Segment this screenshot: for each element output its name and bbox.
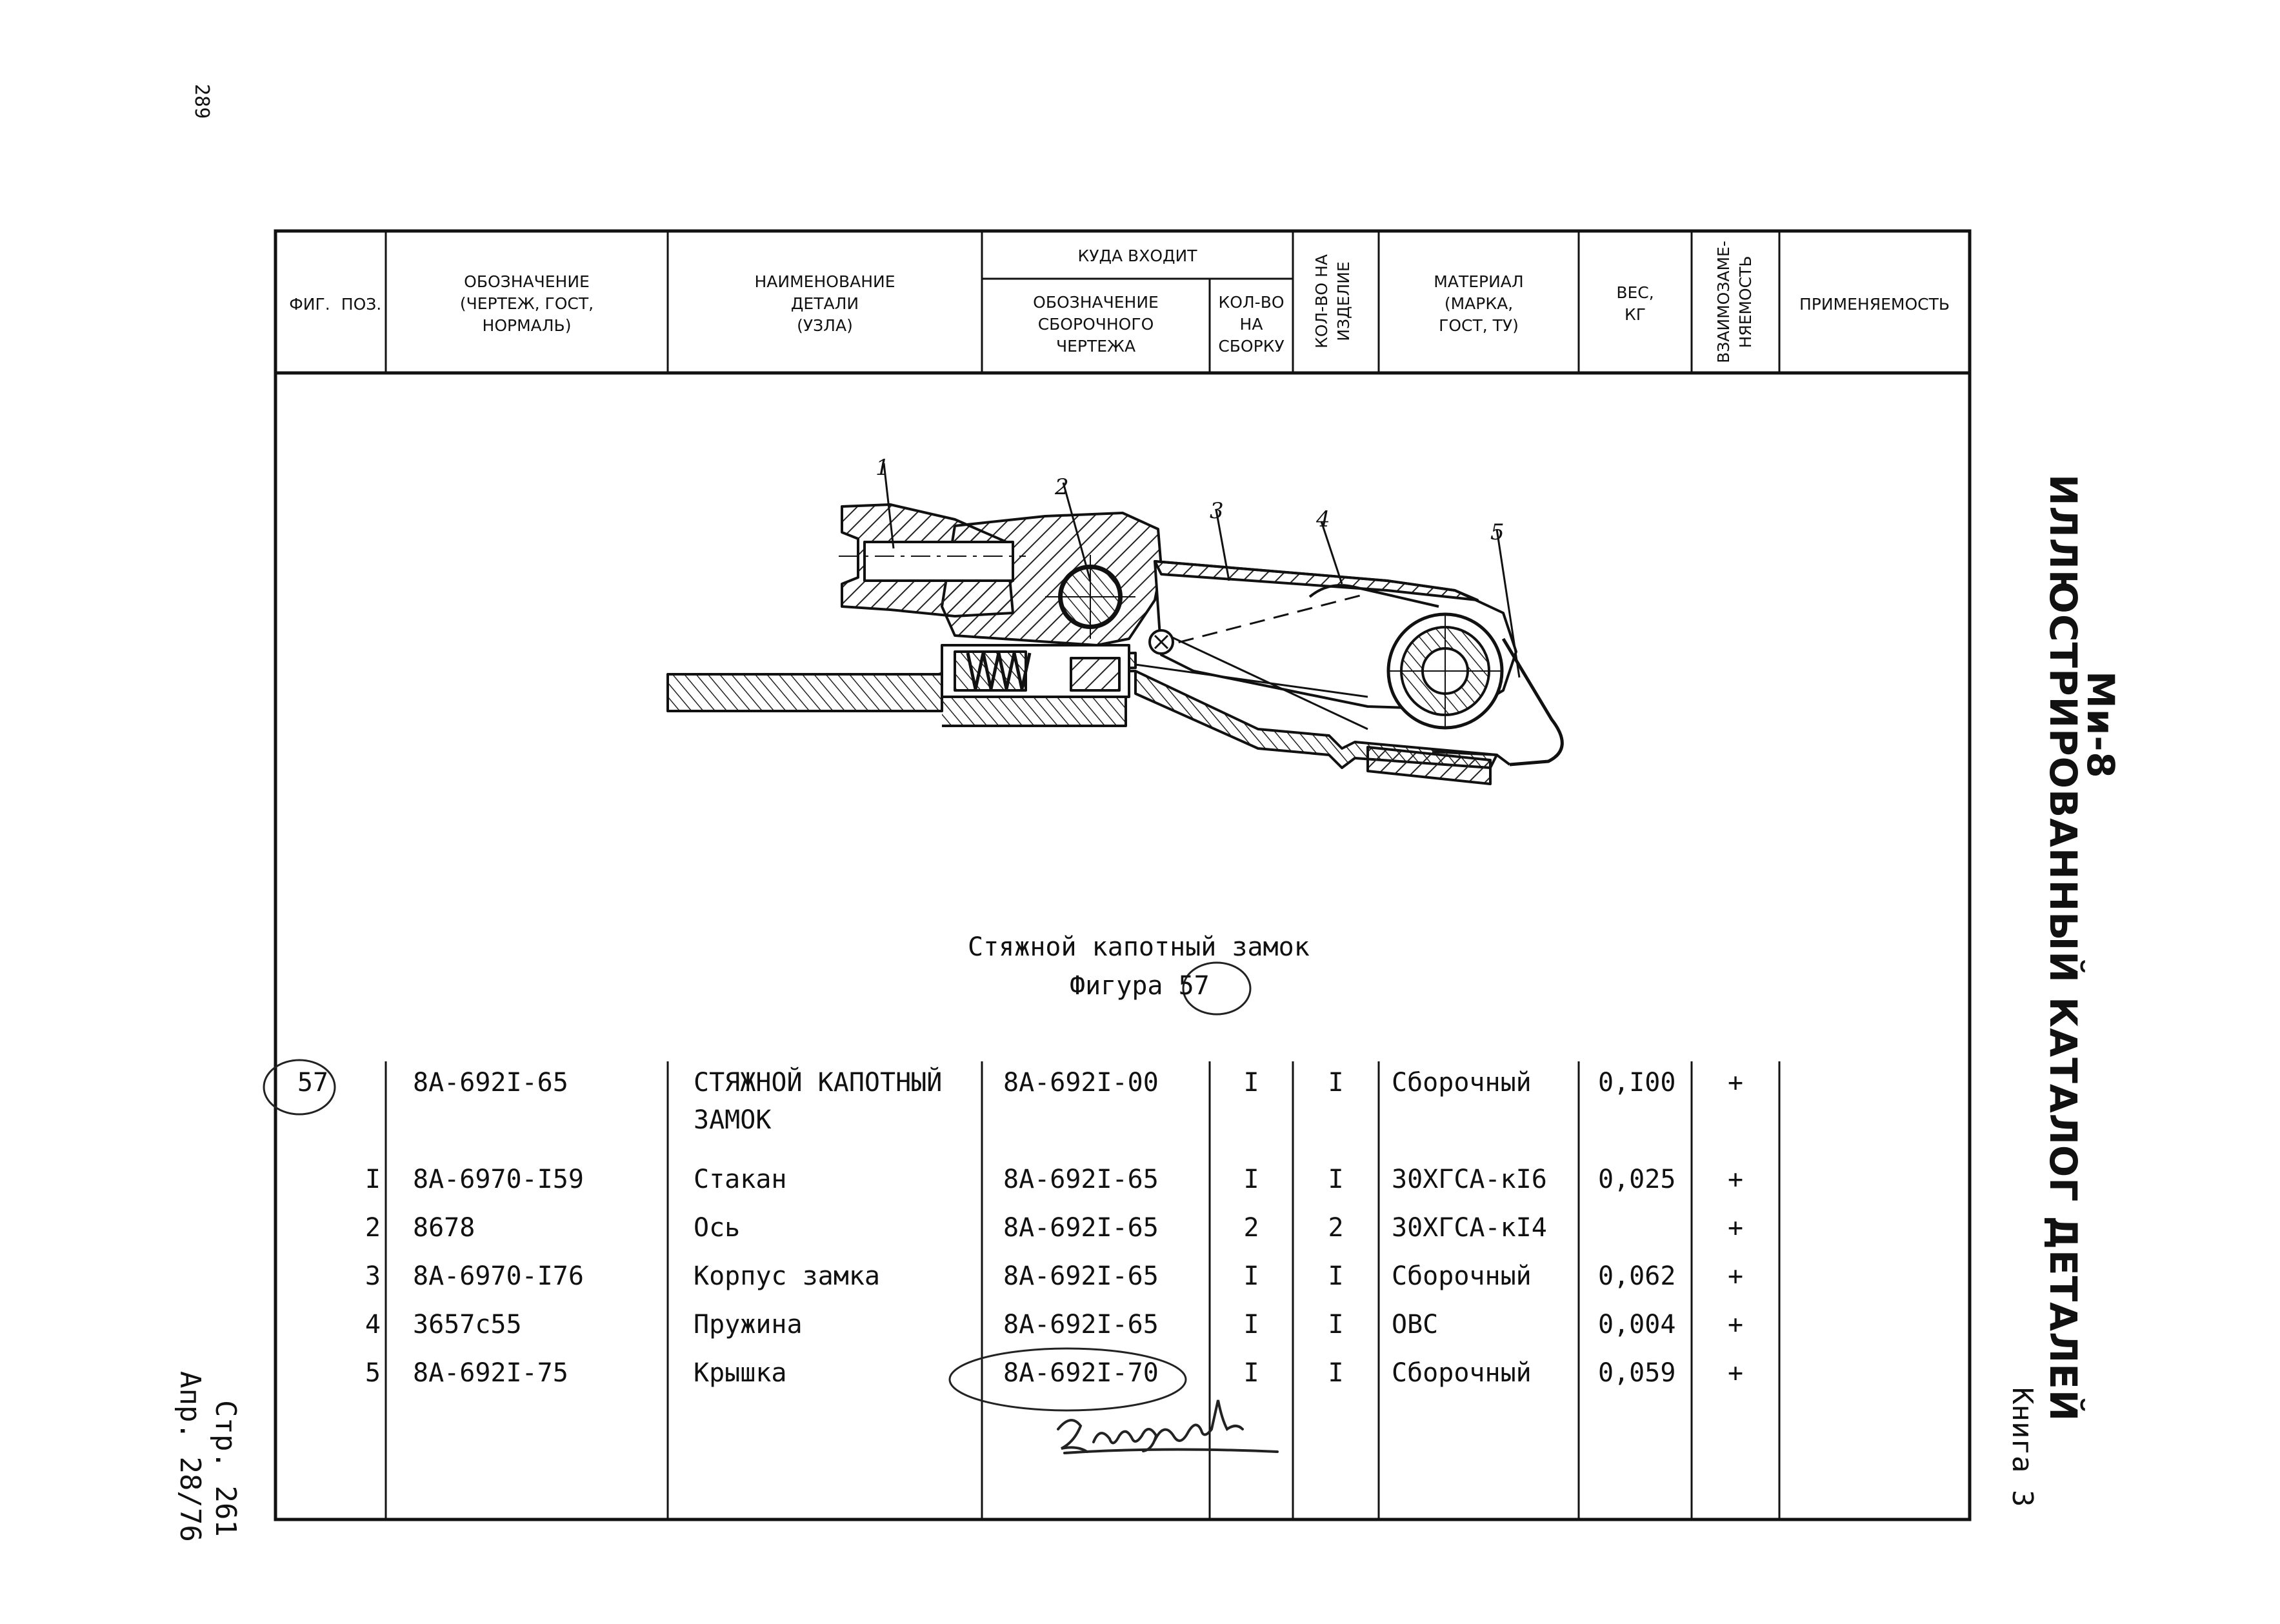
cell-qty-product: I [1328, 1310, 1344, 1339]
assembly-oval [948, 1347, 1187, 1412]
cell-fig: 57 [297, 1068, 329, 1098]
header-qty-assembly: КОЛ-ВО НА СБОРКУ [1218, 293, 1285, 356]
cell-designation: 8А-692I-75 [413, 1358, 568, 1388]
cell-qty-assembly: I [1243, 1310, 1259, 1339]
cell-qty-assembly: 2 [1243, 1213, 1259, 1243]
cell-qty-product: 2 [1328, 1213, 1344, 1243]
cell-assembly: 8А-692I-65 [1003, 1261, 1159, 1291]
footer-date: Апр. 28/76 [174, 1371, 206, 1542]
header-weight: ВЕС, КГ [1616, 283, 1654, 324]
cell-pos: 3 [365, 1261, 381, 1291]
cell-material: 30ХГСА-кI6 [1392, 1165, 1547, 1194]
cell-weight: 0,025 [1598, 1165, 1676, 1194]
cell-qty-assembly: I [1243, 1358, 1259, 1388]
latch-drawing [666, 463, 1564, 785]
cell-material: 30ХГСА-кI4 [1392, 1213, 1547, 1243]
cell-assembly: 8А-692I-65 [1003, 1213, 1159, 1243]
cell-qty-assembly: I [1243, 1165, 1259, 1194]
cell-interchange: + [1727, 1261, 1744, 1291]
header-pos: ПОЗ. [341, 295, 382, 314]
handwritten-signature [1057, 1399, 1279, 1454]
cell-interchange: + [1727, 1310, 1744, 1339]
callout-3: 3 [1210, 498, 1224, 524]
cell-material: Сборочный [1392, 1068, 1532, 1098]
cell-weight: 0,062 [1598, 1261, 1676, 1291]
header-designation: ОБОЗНАЧЕНИЕ (ЧЕРТЕЖ, ГОСТ, НОРМАЛЬ) [459, 272, 594, 335]
cell-qty-product: I [1328, 1261, 1344, 1291]
catalog-title: ИЛЛЮСТРИРОВАННЫЙ КАТАЛОГ ДЕТАЛЕЙ [2041, 474, 2085, 1422]
header-material: МАТЕРИАЛ (МАРКА, ГОСТ, ТУ) [1434, 272, 1524, 335]
catalog-table-grid [274, 229, 1972, 1521]
cell-name: СТЯЖНОЙ КАПОТНЫЙ [694, 1068, 943, 1098]
cell-designation: 8А-692I-65 [413, 1068, 568, 1098]
callout-2: 2 [1055, 474, 1069, 500]
cell-assembly: 8А-692I-70 [1003, 1358, 1159, 1388]
fig-number-circle [263, 1059, 336, 1116]
cell-assembly: 8А-692I-65 [1003, 1310, 1159, 1339]
header-where-used: КУДА ВХОДИТ [1077, 246, 1197, 265]
header-assembly-drawing: ОБОЗНАЧЕНИЕ СБОРОЧНОГО ЧЕРТЕЖА [1033, 293, 1159, 356]
cell-pos: 4 [365, 1310, 381, 1339]
cell-name-line2: ЗАМОК [694, 1105, 772, 1135]
cell-name: Корпус замка [694, 1261, 880, 1291]
cell-name: Крышка [694, 1358, 787, 1388]
header-interchangeability: ВЗАИМОЗАМЕ- НЯЕМОСТЬ [1714, 241, 1755, 363]
header-name: НАИМЕНОВАНИЕ ДЕТАЛИ (УЗЛА) [754, 272, 895, 335]
cell-designation: 8678 [413, 1213, 475, 1243]
header-applicability: ПРИМЕНЯЕМОСТЬ [1799, 295, 1950, 314]
cell-material: ОВС [1392, 1310, 1439, 1339]
cell-name: Пружина [694, 1310, 803, 1339]
cell-interchange: + [1727, 1358, 1744, 1388]
cell-qty-product: I [1328, 1165, 1344, 1194]
aircraft-title: Ми-8 [2079, 671, 2123, 779]
header-fig: ФИГ. [289, 295, 330, 314]
cell-interchange: + [1727, 1068, 1744, 1098]
page-number: 289 [190, 84, 213, 119]
cell-qty-assembly: I [1243, 1261, 1259, 1291]
cell-name: Ось [694, 1213, 741, 1243]
cell-designation: 8А-6970-I76 [413, 1261, 584, 1291]
cell-qty-product: I [1328, 1358, 1344, 1388]
cell-interchange: + [1727, 1165, 1744, 1194]
figure-number: 57 [1178, 971, 1210, 1001]
footer-page: Стр. 261 [209, 1400, 242, 1537]
cell-pos: 5 [365, 1358, 381, 1388]
cell-material: Сборочный [1392, 1358, 1532, 1388]
header-qty-product: КОЛ-ВО НА ИЗДЕЛИЕ [1312, 254, 1353, 348]
cell-assembly: 8А-692I-00 [1003, 1068, 1159, 1098]
figure-label: Фигура 57 [1070, 971, 1210, 1001]
cell-pos: 2 [365, 1213, 381, 1243]
cell-designation: 3657с55 [413, 1310, 522, 1339]
cell-assembly: 8А-692I-65 [1003, 1165, 1159, 1194]
cell-weight: 0,059 [1598, 1358, 1676, 1388]
callout-4: 4 [1316, 506, 1330, 532]
cell-qty-assembly: I [1243, 1068, 1259, 1098]
callout-5: 5 [1490, 519, 1505, 545]
cell-interchange: + [1727, 1213, 1744, 1243]
caption-number-circle [1182, 961, 1252, 1016]
cell-pos: I [365, 1165, 381, 1194]
cell-weight: 0,I00 [1598, 1068, 1676, 1098]
cell-weight: 0,004 [1598, 1310, 1676, 1339]
cell-designation: 8А-6970-I59 [413, 1165, 584, 1194]
cell-material: Сборочный [1392, 1261, 1532, 1291]
figure-caption: Стяжной капотный замок [968, 932, 1310, 962]
callout-1: 1 [875, 455, 890, 481]
cell-name: Стакан [694, 1165, 787, 1194]
book-number: Книга 3 [2006, 1387, 2039, 1507]
cell-qty-product: I [1328, 1068, 1344, 1098]
